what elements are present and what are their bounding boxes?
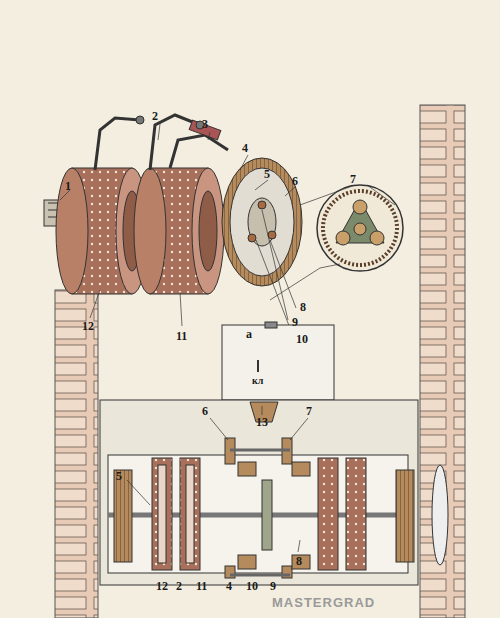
callout-number: 8 <box>300 301 306 313</box>
watermark: MASTERGRAD <box>272 596 375 609</box>
exploded-view <box>44 115 403 336</box>
left-track <box>55 290 98 618</box>
callout-number: 10 <box>296 333 308 345</box>
callout-number: 2 <box>152 110 158 122</box>
callout-number: 4 <box>242 142 248 154</box>
callout-number: 9 <box>270 580 276 592</box>
callout-number: 7 <box>350 173 356 185</box>
callout-number: 7 <box>306 405 312 417</box>
callout-number: 6 <box>202 405 208 417</box>
callout-number: 5 <box>264 168 270 180</box>
callout-number: 11 <box>196 580 207 592</box>
callout-number: 2 <box>176 580 182 592</box>
key-label: кл <box>252 376 263 386</box>
callout-number: 12 <box>82 320 94 332</box>
callout-number: 10 <box>246 580 258 592</box>
right-track <box>420 105 465 618</box>
callout-number: 9 <box>292 316 298 328</box>
callout-number: 8 <box>296 555 302 567</box>
callout-number: 12 <box>156 580 168 592</box>
callout-number: 3 <box>202 118 208 130</box>
callout-number: 5 <box>116 470 122 482</box>
callout-number: 1 <box>65 180 71 192</box>
callout-number: 13 <box>256 416 268 428</box>
callout-number: 11 <box>176 330 187 342</box>
transmission-housing <box>100 322 448 585</box>
callout-number: а <box>246 328 252 340</box>
callout-number: 4 <box>226 580 232 592</box>
callout-number: 6 <box>292 175 298 187</box>
